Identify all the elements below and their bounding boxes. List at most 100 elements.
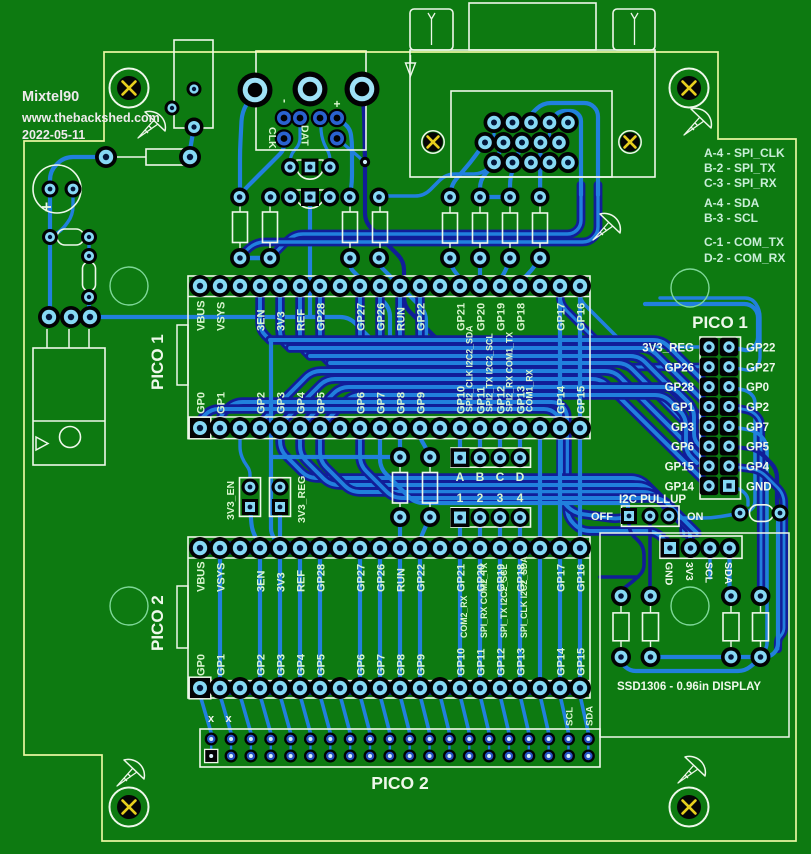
pad-hole [280, 135, 288, 142]
breakout-label-left: GP26 [665, 362, 694, 374]
label-layer: Mixtel90www.thebackshed.com2022-05-11A-4… [21, 89, 785, 793]
breakout-label-right: GND [746, 481, 772, 493]
pad-hole [67, 313, 75, 321]
trace-stacked [258, 295, 272, 342]
pad-hole [45, 313, 53, 321]
pad [548, 132, 570, 153]
pad-hole [536, 424, 544, 432]
power-connector-hole [58, 425, 82, 449]
breakout-label-right: GP27 [746, 362, 775, 374]
pin-label: GP13 [516, 386, 528, 414]
pad [369, 248, 389, 268]
bottom-header-pad [244, 749, 258, 763]
pad-hole [191, 124, 197, 130]
dsub-inner [450, 90, 613, 178]
mounting-hole [618, 130, 642, 154]
pad-square [621, 508, 637, 524]
pad [493, 132, 514, 153]
pico2-pad-top [229, 537, 251, 559]
jumper-label: C [496, 470, 505, 484]
jumper-label: 1 [457, 491, 464, 505]
pad [390, 507, 410, 527]
pad-hole [216, 424, 224, 432]
pad-hole [497, 514, 503, 521]
pad-hole [287, 164, 293, 170]
pullup-label: I2C PULLUP [619, 494, 686, 506]
pad-hole [267, 194, 274, 200]
via [359, 156, 371, 168]
pad-hole [387, 754, 392, 758]
pad [340, 187, 360, 207]
bottom-header-pad [482, 732, 496, 746]
pico1-pad-top [269, 275, 291, 297]
pad-hole [506, 737, 511, 741]
pad-hole [86, 253, 92, 259]
pad-hole [565, 159, 571, 166]
screw-x-icon [681, 799, 697, 815]
pad-hole [368, 737, 372, 741]
pad-hole [707, 545, 713, 551]
pad-hole [706, 364, 712, 370]
pad-hole [647, 593, 654, 599]
pin-label: GP26 [376, 303, 388, 331]
pin-label: GP11 [476, 648, 488, 676]
pad [440, 248, 460, 268]
pad-hole [757, 593, 764, 599]
clk-label: CLK [266, 127, 278, 149]
bottom-header-pad [343, 732, 357, 746]
pad-hole [517, 454, 523, 461]
pico1-pad-top [549, 275, 571, 297]
pad-hole [546, 754, 551, 758]
resistor-body [501, 212, 519, 244]
pad-hole [376, 282, 384, 290]
pad [60, 306, 82, 328]
pico2-pad-top [529, 537, 551, 559]
bottom-header-pad [224, 732, 238, 746]
pad-hole [566, 754, 571, 758]
pad [483, 112, 505, 133]
trace-top [258, 693, 273, 735]
pin-label: GP3 [276, 654, 288, 676]
pad [230, 248, 250, 268]
pad-hole [327, 194, 333, 200]
pad-hole [196, 424, 204, 432]
x-mark: x [208, 713, 215, 725]
pico1-pad-bottom [469, 417, 491, 439]
pico1-pad-bottom [509, 417, 531, 439]
trace-top [418, 693, 432, 735]
breakout-pad-left [699, 337, 719, 357]
pad [369, 187, 389, 207]
off-label: OFF [591, 511, 613, 523]
breakout-label-left: GP14 [665, 481, 695, 493]
pad-hole [288, 737, 293, 741]
pad [470, 448, 490, 468]
pico2-pad-bottom [509, 677, 531, 699]
pad-hole [516, 544, 524, 552]
pico1-usb-notch [176, 324, 189, 386]
pico2-pad-top [329, 537, 351, 559]
pad [474, 132, 496, 153]
pad-hole [626, 513, 632, 519]
bottom-header-pad [542, 749, 556, 763]
resistor-body [421, 471, 439, 504]
pad [230, 187, 250, 207]
bottom-header-pad [264, 732, 278, 746]
resistor-body [531, 212, 549, 244]
pad [271, 478, 289, 496]
breakout-pad-left [699, 456, 719, 476]
pad-hole [356, 684, 364, 692]
jumper-label: 2 [477, 491, 484, 505]
pad-small [310, 108, 330, 128]
pad-hole [316, 424, 324, 432]
pad-hole [397, 454, 403, 460]
pad-hole [476, 424, 484, 432]
pad-hole [416, 544, 424, 552]
pin-label: GP16 [576, 303, 588, 331]
bottom-header-pad [482, 749, 496, 763]
pico2-pad-top [309, 537, 331, 559]
pico1-pad-top [349, 275, 371, 297]
pad [502, 112, 523, 133]
breakout-pad-left [699, 436, 719, 456]
pad [640, 647, 661, 667]
display-caption: SSD1306 - 0.96in DISPLAY [617, 681, 761, 693]
